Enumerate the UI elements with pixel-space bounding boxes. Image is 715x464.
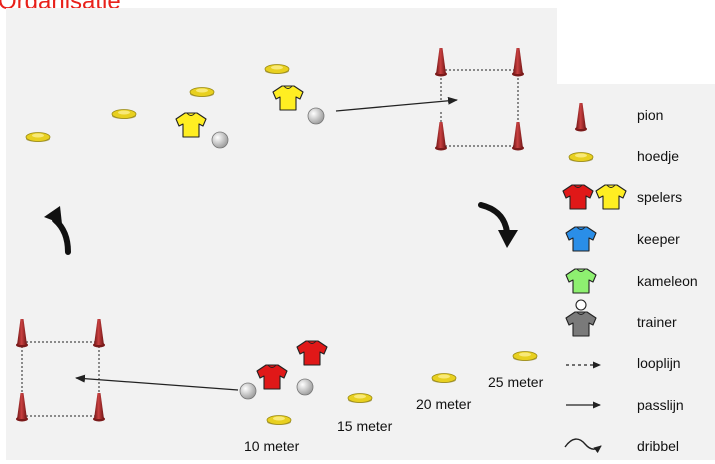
ball	[239, 382, 257, 400]
distance-label-10: 10 meter	[244, 438, 300, 454]
legend-kameleon-icon	[565, 268, 597, 294]
cone-square-bottom	[16, 319, 105, 422]
distance-label-25: 25 meter	[488, 374, 544, 390]
hat-marker	[264, 64, 290, 75]
distance-label-15: 15 meter	[337, 418, 393, 434]
legend-label-pion: pion	[637, 107, 664, 123]
legend-hat-icon	[568, 152, 594, 163]
hat-marker	[512, 351, 538, 362]
legend-label-kameleon: kameleon	[637, 273, 698, 289]
hat-marker	[25, 132, 51, 143]
hat-marker	[347, 393, 373, 404]
pass-line-arrow	[75, 374, 239, 391]
rotation-arrow-down-icon	[478, 202, 518, 248]
ball	[296, 378, 314, 396]
field-area	[6, 8, 557, 460]
legend-label-trainer: trainer	[637, 314, 677, 330]
legend-keeper-icon	[565, 226, 597, 252]
legend-dribbel-icon	[564, 438, 602, 454]
legend-label-passlijn: passlijn	[637, 397, 684, 413]
legend-trainer-icon	[565, 299, 597, 337]
rotation-arrow-up-icon	[44, 206, 71, 255]
legend-cone-icon	[575, 103, 587, 132]
legend-label-looplijn: looplijn	[637, 355, 681, 371]
cone	[93, 319, 105, 348]
cone	[512, 122, 524, 151]
player-red	[256, 364, 288, 390]
legend-player-red-icon	[562, 184, 594, 210]
legend-label-hoedje: hoedje	[637, 148, 680, 164]
cone	[435, 48, 447, 77]
legend-label-keeper: keeper	[637, 231, 680, 247]
hat-marker	[111, 109, 137, 120]
ball	[307, 107, 325, 125]
legend-label-spelers: spelers	[637, 189, 683, 205]
pass-line-arrow	[335, 96, 458, 112]
ball	[211, 131, 229, 149]
cone	[16, 393, 28, 422]
legend-label-dribbel: dribbel	[637, 438, 680, 454]
player-yellow	[272, 85, 304, 111]
distance-label-20: 20 meter	[416, 396, 472, 412]
legend-player-yellow-icon	[595, 184, 627, 210]
cone	[16, 319, 28, 348]
hat-marker	[189, 87, 215, 98]
cone-square-top	[435, 48, 524, 151]
player-yellow	[175, 112, 207, 138]
player-red	[296, 340, 328, 366]
hat-marker	[431, 373, 457, 384]
hat-marker	[266, 415, 292, 426]
cone	[512, 48, 524, 77]
cone	[435, 122, 447, 151]
cone	[93, 393, 105, 422]
